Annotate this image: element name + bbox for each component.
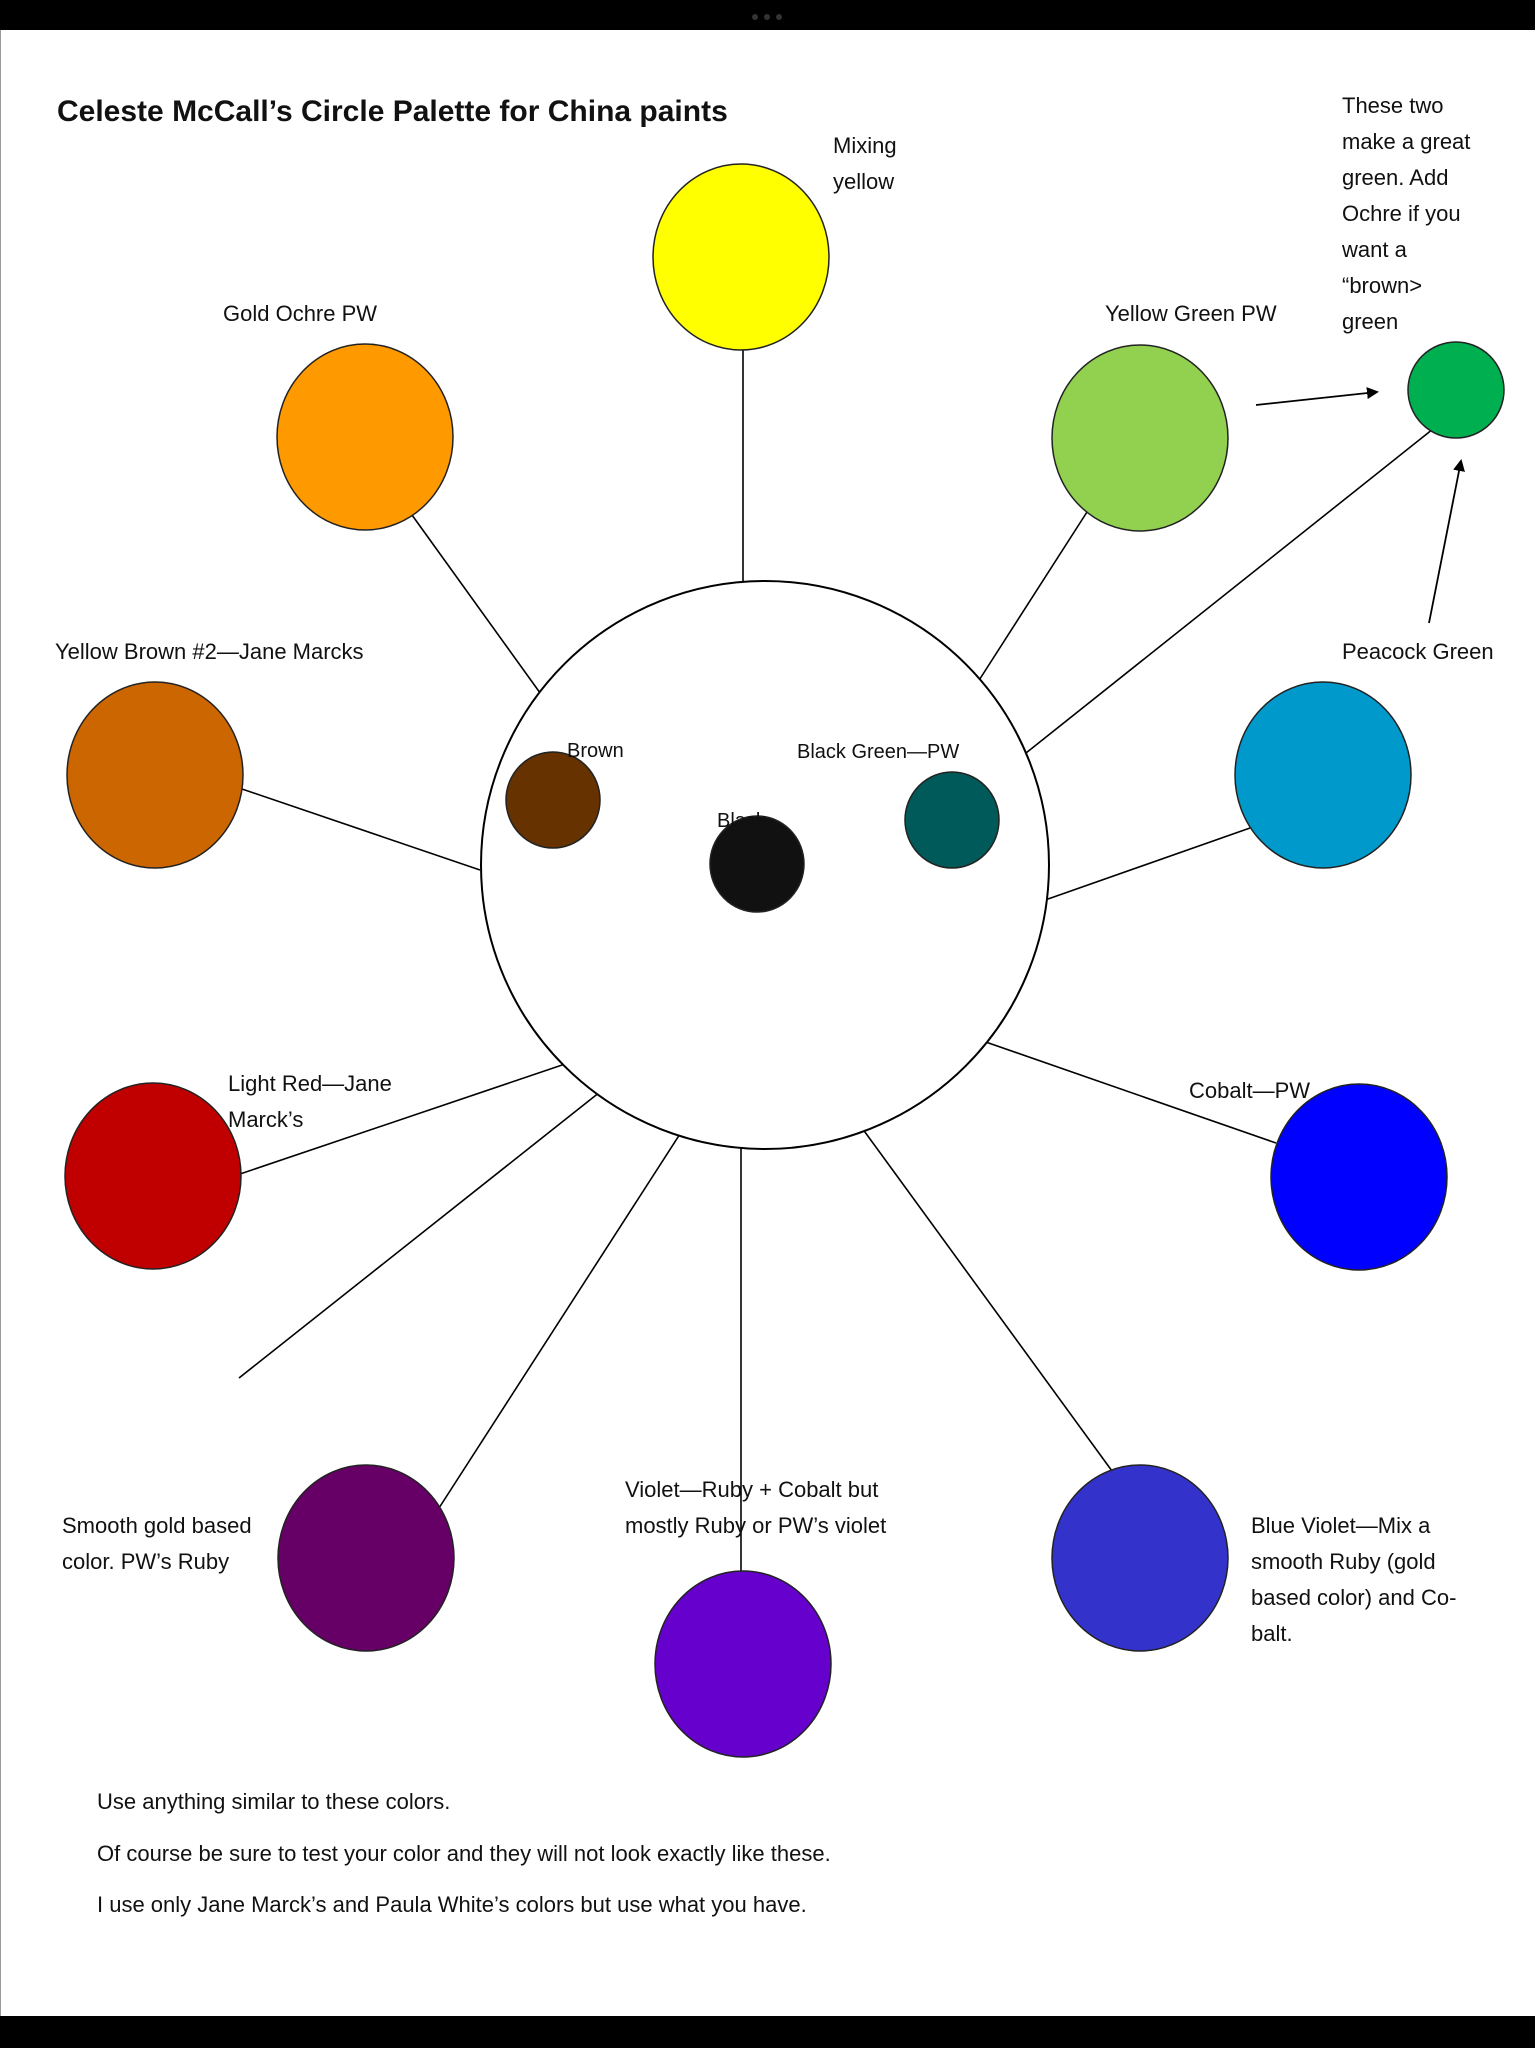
- spoke-blue-violet: [853, 1116, 1113, 1472]
- swatch-light-red: [64, 1082, 242, 1270]
- label-green-note: These two make a great green. Add Ochre …: [1342, 93, 1471, 334]
- connector-lines: [238, 349, 1434, 1575]
- swatch-mixing-yellow: [652, 163, 830, 351]
- spoke-gold-ochre: [411, 514, 544, 698]
- top-bar: [0, 0, 1535, 30]
- arrow-from-peacock: [1428, 459, 1465, 624]
- label-violet: Violet—Ruby + Cobalt but mostly Ruby or …: [625, 1477, 887, 1538]
- spoke-yellow-green: [975, 511, 1088, 686]
- swatch-cobalt: [1270, 1083, 1448, 1271]
- spoke-yellow-brown: [241, 788, 481, 871]
- label-black-green: Black Green—PW: [797, 741, 960, 763]
- spoke-cobalt: [979, 1039, 1277, 1144]
- swatch-violet: [654, 1570, 832, 1758]
- note-2: Of course be sure to test your color and…: [97, 1841, 831, 1866]
- label-peacock-green: Peacock Green: [1342, 639, 1494, 664]
- swatch-yellow-green: [1051, 344, 1229, 532]
- note-1: Use anything similar to these colors.: [97, 1789, 451, 1814]
- note-3: I use only Jane Marck’s and Paula White’…: [97, 1892, 807, 1917]
- swatch-blue-violet: [1051, 1464, 1229, 1652]
- swatch-brown: [505, 751, 601, 849]
- palette-page: Celeste McCall’s Circle Palette for Chin…: [0, 30, 1535, 2016]
- label-cobalt: Cobalt—PW: [1189, 1078, 1311, 1103]
- label-mixing-yellow: Mixing yellow: [833, 133, 897, 194]
- label-black: Black: [717, 810, 766, 832]
- arrows: [1255, 387, 1465, 624]
- bottom-bar: [0, 2016, 1535, 2048]
- swatch-peacock-green: [1234, 681, 1412, 869]
- swatch-black-green: [904, 771, 1000, 869]
- swatch-yellow-brown: [66, 681, 244, 869]
- label-light-red: Light Red—Jane Marck’s: [228, 1071, 392, 1132]
- label-ruby: Smooth gold based color. PW’s Ruby: [62, 1513, 252, 1574]
- spoke-peacock-green: [1047, 827, 1251, 900]
- arrow-to-green: [1255, 387, 1379, 406]
- label-blue-violet: Blue Violet—Mix a smooth Ruby (gold base…: [1251, 1513, 1457, 1646]
- label-gold-ochre: Gold Ochre PW: [223, 301, 378, 326]
- swatch-ruby: [277, 1464, 455, 1652]
- spoke-mixed-green: [1025, 428, 1434, 754]
- page-title: Celeste McCall’s Circle Palette for Chin…: [57, 95, 728, 128]
- label-brown: Brown: [567, 740, 624, 762]
- spoke-ruby: [438, 1119, 690, 1509]
- label-yellow-green: Yellow Green PW: [1105, 301, 1277, 326]
- spoke-light-red: [239, 1061, 572, 1175]
- spoke-empty: [238, 1087, 606, 1379]
- swatch-gold-ochre: [276, 343, 454, 531]
- palette-diagram: [64, 163, 1505, 1758]
- swatch-black: [709, 815, 805, 913]
- label-yellow-brown: Yellow Brown #2—Jane Marcks: [55, 639, 364, 664]
- grip-handle-icon[interactable]: [752, 14, 782, 20]
- swatch-mixed-green: [1407, 341, 1505, 439]
